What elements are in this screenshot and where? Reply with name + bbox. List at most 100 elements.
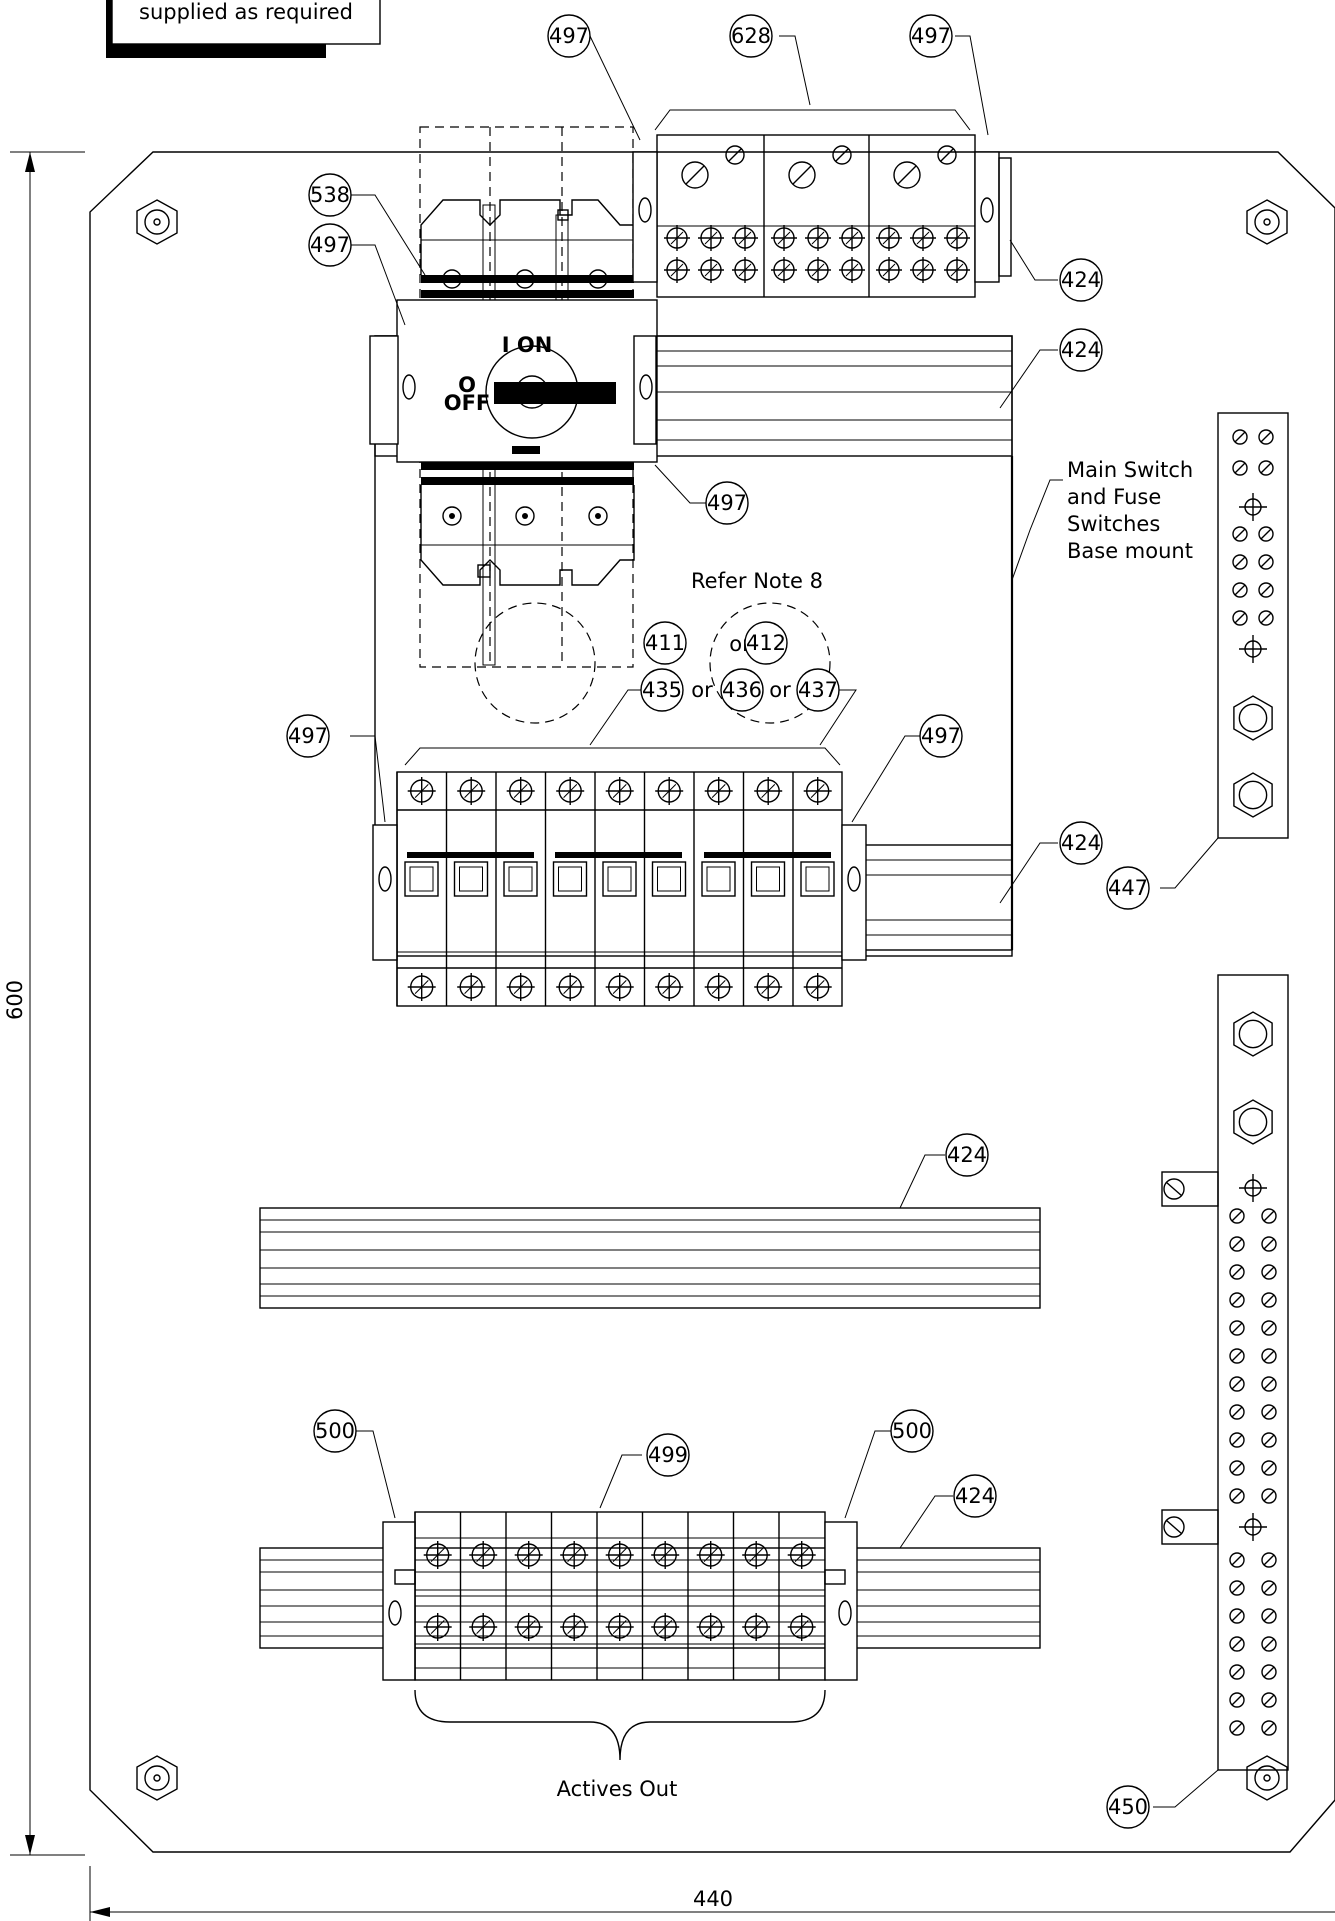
screw-icon (655, 973, 684, 1001)
mounting-bolt-icon (1246, 1755, 1288, 1801)
screw-icon (1261, 1664, 1277, 1680)
screw-icon (1261, 1552, 1277, 1568)
screw-icon (1261, 1236, 1277, 1252)
switch-off-label: OFF (444, 391, 491, 415)
screw-icon (605, 1613, 634, 1641)
screw-icon (1261, 1404, 1277, 1420)
din-rail-lower-right (859, 844, 1013, 951)
screw-icon (839, 257, 865, 283)
screw-icon (698, 225, 724, 251)
screw-icon (1229, 1488, 1245, 1504)
screw-icon (506, 777, 535, 805)
callout-label: 412 (746, 631, 786, 655)
main-switch-note-line3: Switches (1067, 512, 1160, 536)
mcb-unit (693, 772, 736, 1006)
screw-icon (1229, 1608, 1245, 1624)
terminal-pair (1232, 582, 1274, 598)
screw-icon (407, 777, 436, 805)
mcb-unit (742, 772, 786, 1006)
terminal-unit (687, 1512, 725, 1680)
screw-icon (560, 1541, 589, 1569)
screw-icon (514, 1541, 543, 1569)
screw-icon (1232, 610, 1248, 626)
screw-icon (1261, 1432, 1277, 1448)
terminal-pair (1232, 554, 1274, 570)
mcb-unit (495, 772, 538, 1006)
terminal-pair (1229, 1320, 1277, 1336)
callout-label: 497 (310, 233, 350, 257)
main-isolator-switch: I ON O OFF (369, 299, 658, 463)
callout-bubble: 424 (953, 1474, 997, 1518)
terminal-pair (1232, 429, 1274, 445)
refer-note-label: Refer Note 8 (691, 569, 823, 593)
terminal-unit (778, 1512, 816, 1680)
mcb-brace (404, 747, 841, 766)
callout-label: 436 (722, 678, 762, 702)
mcb-unit (643, 772, 687, 1006)
screw-icon (1229, 1664, 1245, 1680)
screw-icon (696, 1613, 725, 1641)
screw-icon (664, 257, 690, 283)
callout-bubble: 437 (796, 668, 840, 712)
earth-bar-447 (1217, 412, 1289, 839)
screw-icon (457, 777, 486, 805)
screw-icon (1261, 1636, 1277, 1652)
screw-icon (696, 1541, 725, 1569)
screw-icon (1229, 1208, 1245, 1224)
screw-icon (725, 145, 745, 165)
screw-icon (514, 1613, 543, 1641)
screw-icon (1229, 1460, 1245, 1476)
callout-bubble: 450 (1106, 1785, 1150, 1829)
callout-bubble: 411 (643, 621, 687, 665)
callout-label: 497 (921, 724, 961, 748)
callout-bubble: 500 (890, 1409, 934, 1453)
callout-bubble: 497 (909, 14, 953, 58)
screw-icon (839, 225, 865, 251)
screw-icon (1261, 1580, 1277, 1596)
terminal-unit (550, 1512, 589, 1680)
height-dimension-label: 600 (3, 980, 27, 1020)
mounting-bolt-icon (136, 1755, 178, 1801)
mounting-bolt-icon (136, 199, 178, 245)
screw-icon (1229, 1292, 1245, 1308)
terminal-pair (1229, 1608, 1277, 1624)
callout-label: 437 (798, 678, 838, 702)
callout-label: 500 (892, 1419, 932, 1443)
screw-icon (556, 973, 585, 1001)
callout-bubble: 499 (646, 1433, 690, 1477)
terminal-unit (641, 1512, 680, 1680)
screw-icon (893, 161, 921, 189)
terminal-pair (1229, 1348, 1277, 1364)
note-box: supplied as required (106, 0, 381, 58)
terminal-pair (1232, 526, 1274, 542)
screw-icon (560, 1613, 589, 1641)
screw-icon (1261, 1608, 1277, 1624)
screw-icon (1229, 1320, 1245, 1336)
neutral-bar-450 (1161, 974, 1289, 1771)
callout-label: 450 (1108, 1795, 1148, 1819)
screw-icon (771, 257, 797, 283)
callout-bubble: 538 (308, 173, 352, 217)
screw-icon (556, 777, 585, 805)
stud-icon (1239, 635, 1267, 663)
screw-icon (1232, 554, 1248, 570)
screw-icon (1229, 1236, 1245, 1252)
callout-bubble: 628 (729, 14, 773, 58)
screw-icon (876, 257, 902, 283)
width-dimension: 440 (89, 1866, 1335, 1921)
screw-icon (506, 973, 535, 1001)
callout-label: 424 (1061, 268, 1101, 292)
screw-icon (1229, 1720, 1245, 1736)
mcb-unit (445, 772, 489, 1006)
screw-icon (605, 777, 634, 805)
callout-bubble: 435 (640, 668, 684, 712)
screw-icon (1261, 1376, 1277, 1392)
callout-label: 497 (549, 24, 589, 48)
screw-icon (771, 225, 797, 251)
screw-icon (1229, 1264, 1245, 1280)
callout-bubble: 424 (945, 1133, 989, 1177)
screw-icon (1229, 1348, 1245, 1364)
din-rail-middle (259, 1207, 1041, 1309)
callout-bubble: 424 (1059, 328, 1103, 372)
screw-icon (876, 225, 902, 251)
